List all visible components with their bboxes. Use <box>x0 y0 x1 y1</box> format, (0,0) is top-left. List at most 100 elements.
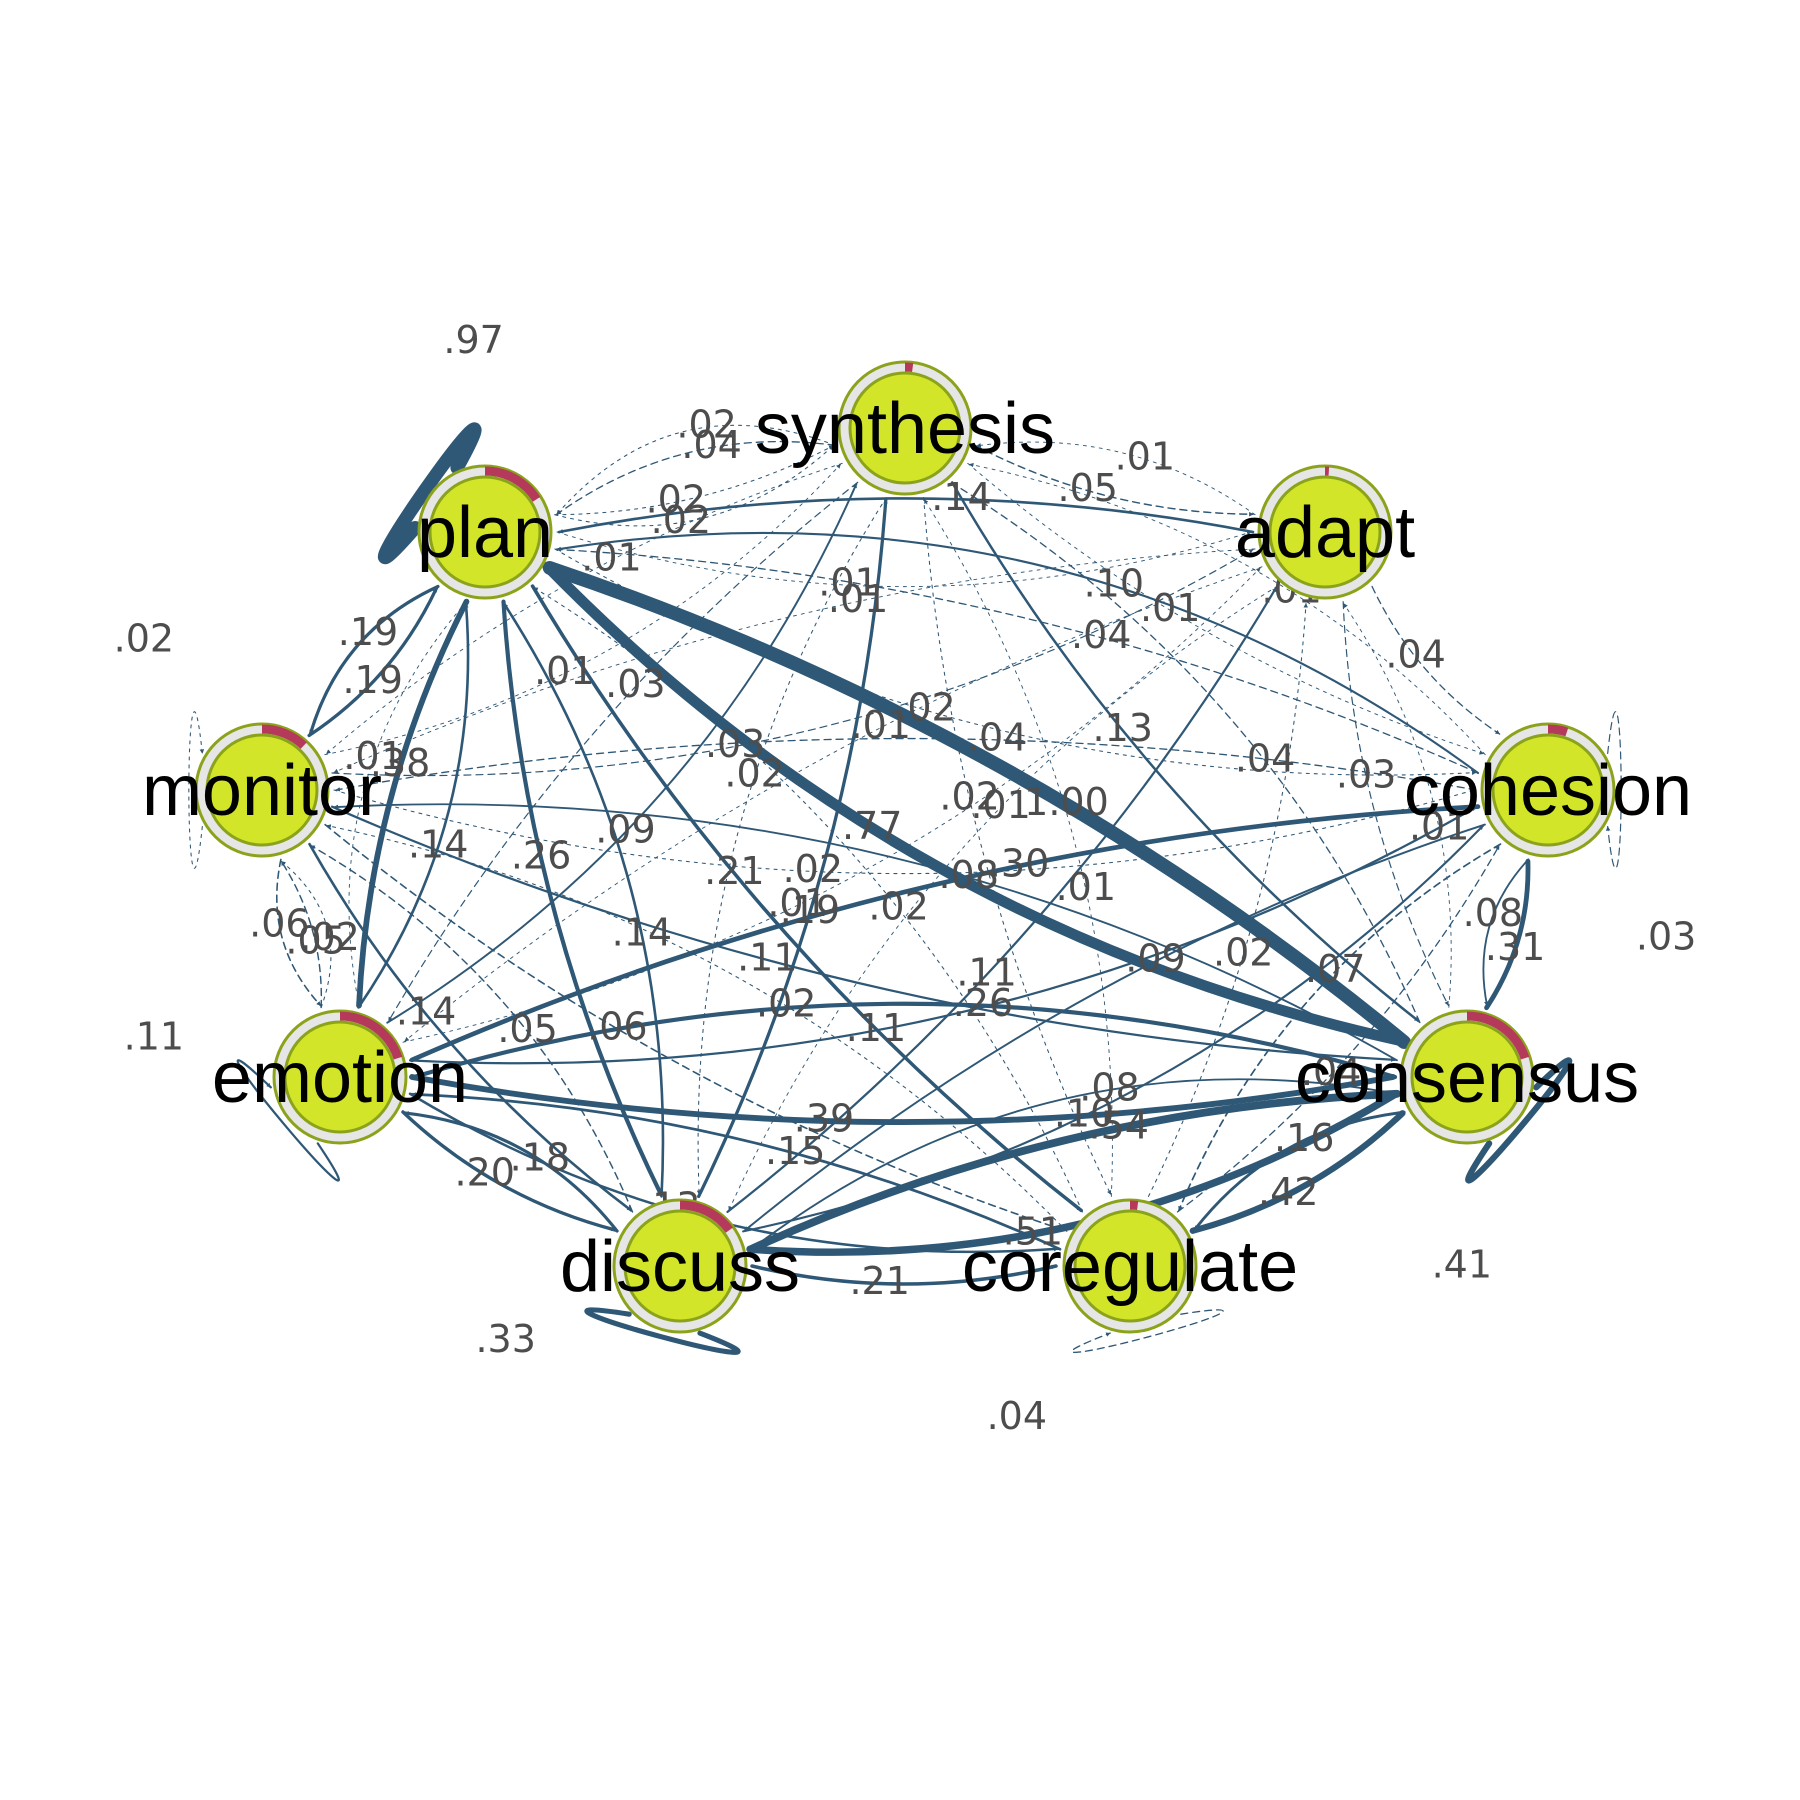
node-emotion-label: emotion <box>212 1038 468 1118</box>
edge-label-consensus-to-plan: 1.00 <box>1024 780 1109 824</box>
edge-label-discuss-to-consensus: .51 <box>1003 1209 1063 1253</box>
node-cohesion-pie <box>1547 724 1569 737</box>
edge-cohesion-to-plan <box>555 531 1480 775</box>
node-synthesis-label: synthesis <box>755 389 1055 469</box>
edge-cohesion-to-cohesion <box>1605 711 1622 869</box>
edge-monitor-to-synthesis <box>324 463 841 756</box>
edge-label-monitor-to-consensus: .11 <box>737 935 797 979</box>
edge-discuss-to-discuss <box>584 1307 741 1355</box>
edge-plan-to-emotion <box>348 601 467 1006</box>
node-adapt-label: adapt <box>1235 493 1415 573</box>
edge-coregulate-to-consensus <box>1189 1110 1406 1234</box>
edge-synthesis-to-discuss <box>696 497 887 1196</box>
edge-label-consensus-to-cohesion: .31 <box>1485 925 1545 969</box>
edge-label-plan-to-cohesion: .02 <box>895 686 955 730</box>
edge-label-discuss-to-coregulate: .21 <box>849 1259 909 1303</box>
edge-label-consensus-to-emotion: .26 <box>953 981 1013 1025</box>
edge-label-coregulate-to-synthesis: .01 <box>1056 865 1116 909</box>
node-adapt-body <box>1268 475 1382 589</box>
edge-coregulate-to-coregulate <box>1071 1309 1224 1353</box>
edge-coregulate-to-plan <box>533 587 1083 1213</box>
edge-plan-to-adapt <box>556 531 1252 587</box>
edge-consensus-to-consensus <box>1465 1057 1573 1184</box>
edge-label-adapt-to-discuss: .01 <box>970 783 1030 827</box>
edge-plan-to-monitor <box>308 584 440 736</box>
edge-label-plan-to-emotion: .38 <box>370 741 430 785</box>
edge-synthesis-to-emotion <box>387 481 859 1022</box>
edge-emotion-to-synthesis <box>386 482 858 1024</box>
edge-label-cohesion-to-discuss: .09 <box>1125 937 1185 981</box>
edge-label-monitor-to-emotion: .06 <box>249 901 309 945</box>
edge-emotion-to-cohesion <box>408 805 1478 1065</box>
edge-adapt-to-cohesion <box>1371 585 1501 735</box>
node-discuss: discuss <box>560 1198 800 1334</box>
node-monitor-label: monitor <box>142 751 382 831</box>
edge-emotion-to-plan <box>357 602 470 1009</box>
node-consensus-pie <box>1466 1011 1530 1060</box>
edge-label-emotion-to-plan: .14 <box>408 822 468 866</box>
edge-label-monitor-to-discuss: .14 <box>396 990 456 1034</box>
edge-labels-layer: .97.02.03.41.33.04.111.00.77.54.51.42.39… <box>114 318 1697 1438</box>
edge-label-emotion-to-monitor: .02 <box>299 915 359 959</box>
edge-label-monitor-to-plan: .19 <box>342 658 402 702</box>
edge-label-consensus-to-consensus: .41 <box>1432 1242 1492 1286</box>
edge-label-synthesis-to-adapt: .05 <box>1057 466 1117 510</box>
edge-cohesion-to-consensus <box>1482 858 1530 1007</box>
edge-label-emotion-to-adapt: .01 <box>767 881 827 925</box>
edge-label-coregulate-to-plan: .02 <box>868 884 928 928</box>
edge-consensus-to-synthesis <box>952 483 1421 1024</box>
edge-label-plan-to-consensus: .77 <box>842 804 902 848</box>
edge-label-discuss-to-discuss: .33 <box>475 1317 535 1361</box>
edge-label-discuss-to-cohesion: .10 <box>1054 1091 1114 1135</box>
edge-label-cohesion-to-monitor: .04 <box>967 715 1027 759</box>
edge-label-consensus-to-adapt: .01 <box>1409 804 1469 848</box>
edge-consensus-to-discuss <box>748 1089 1401 1253</box>
edge-label-synthesis-to-discuss: .02 <box>724 752 784 796</box>
node-coregulate: coregulate <box>962 1198 1298 1334</box>
edge-coregulate-to-adapt <box>1147 602 1308 1197</box>
edge-label-monitor-to-cohesion: .02 <box>783 847 843 891</box>
node-plan-label: plan <box>417 493 553 573</box>
edge-cohesion-to-monitor <box>335 737 1477 792</box>
edge-emotion-to-emotion <box>236 1059 340 1182</box>
node-plan-body <box>428 475 542 589</box>
edge-plan-to-emotion <box>356 598 470 1009</box>
nodes-layer: plansynthesisadaptcohesionconsensuscoreg… <box>142 360 1692 1334</box>
edge-label-monitor-to-synthesis: .01 <box>534 649 594 693</box>
edge-monitor-to-monitor <box>188 711 205 869</box>
edge-label-discuss-to-monitor: .05 <box>497 1007 557 1051</box>
edge-label-plan-to-coregulate: .21 <box>704 849 764 893</box>
edge-discuss-to-emotion <box>403 1111 619 1233</box>
node-emotion-body <box>283 1020 397 1134</box>
edge-label-monitor-to-adapt: .03 <box>705 722 765 766</box>
edge-plan-to-plan <box>377 422 482 565</box>
edge-label-synthesis-to-plan: .04 <box>681 423 741 467</box>
edge-consensus-to-discuss <box>751 1078 1398 1250</box>
node-emotion: emotion <box>212 1009 468 1145</box>
edge-cohesion-to-plan <box>556 547 1479 774</box>
edge-plan-to-cohesion <box>554 548 1477 776</box>
node-emotion-pie <box>339 1011 403 1060</box>
edge-plan-to-synthesis <box>554 445 834 527</box>
edge-coregulate-to-cohesion <box>1176 844 1500 1213</box>
edge-label-synthesis-to-coregulate: .02 <box>939 775 999 819</box>
edge-plan-to-synthesis <box>554 445 834 516</box>
edge-label-plan-to-emotion: .01 <box>343 734 403 778</box>
edge-label-adapt-to-monitor: .01 <box>828 577 888 621</box>
edge-adapt-to-consensus <box>1342 601 1449 1006</box>
edge-label-coregulate-to-coregulate: .04 <box>987 1394 1047 1438</box>
edge-label-discuss-to-adapt: .11 <box>956 950 1016 994</box>
edge-label-plan-to-synthesis: .02 <box>646 478 706 522</box>
node-consensus: consensus <box>1295 1009 1639 1145</box>
node-discuss-body <box>623 1209 737 1323</box>
edge-label-synthesis-to-emotion: .03 <box>605 662 665 706</box>
edge-label-consensus-to-discuss: .54 <box>1088 1104 1148 1148</box>
edge-cohesion-to-emotion <box>409 804 1481 1063</box>
edge-label-coregulate-to-monitor: .02 <box>756 981 816 1025</box>
edge-emotion-to-consensus <box>409 1074 1396 1126</box>
edge-synthesis-to-monitor <box>326 462 843 755</box>
edge-label-emotion-to-discuss: .20 <box>455 1150 515 1194</box>
edge-plan-to-consensus <box>542 561 1408 1047</box>
edge-label-consensus-to-synthesis: .04 <box>1235 736 1295 780</box>
